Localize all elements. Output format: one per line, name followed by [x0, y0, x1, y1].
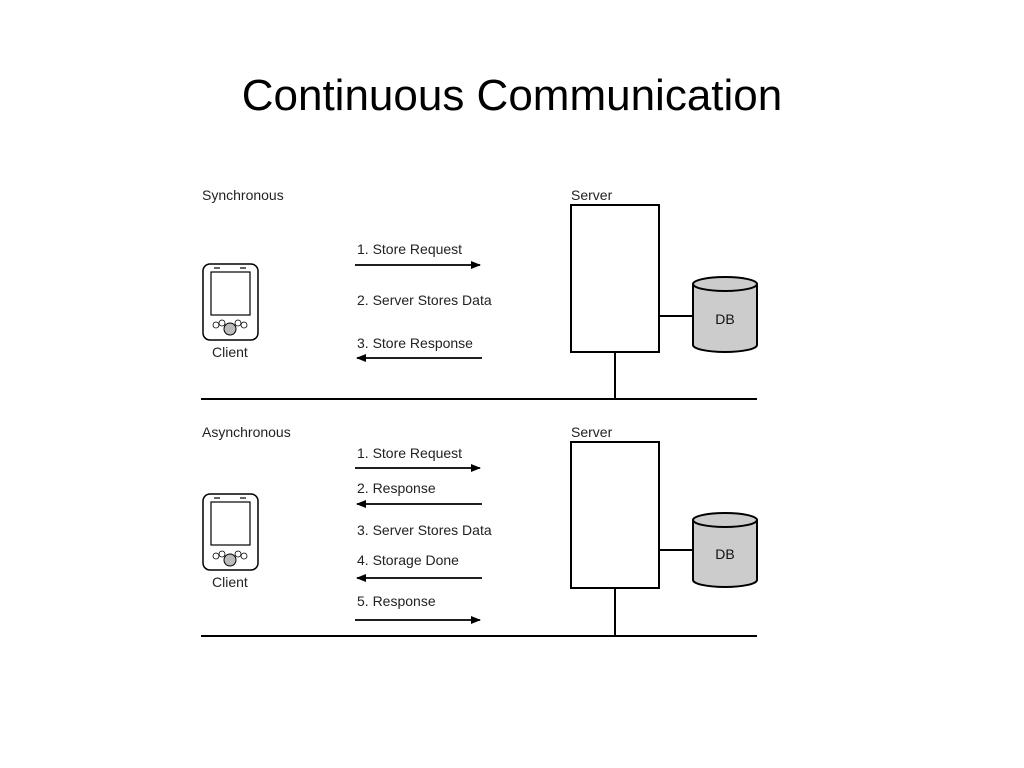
- step-label: 2. Server Stores Data: [357, 292, 492, 308]
- server-label: Server: [571, 424, 613, 440]
- client-device-icon: [202, 493, 259, 571]
- server-label: Server: [571, 187, 613, 203]
- db-label: DB: [715, 311, 734, 327]
- step-label: 3. Server Stores Data: [357, 522, 492, 538]
- client-device-icon: [202, 263, 259, 341]
- step-label: 3. Store Response: [357, 335, 473, 351]
- section-label: Asynchronous: [202, 424, 291, 440]
- step-label: 1. Store Request: [357, 241, 462, 257]
- client-label: Client: [212, 574, 248, 590]
- db-label: DB: [715, 546, 734, 562]
- server-box: [570, 204, 660, 353]
- step-label: 2. Response: [357, 480, 436, 496]
- database-icon: [692, 512, 758, 588]
- section-asynchronous: Asynchronous Client 1. Store Request 2. …: [201, 424, 758, 637]
- step-label: 5. Response: [357, 593, 436, 609]
- server-box: [570, 441, 660, 589]
- step-label: 1. Store Request: [357, 445, 462, 461]
- database-icon: [692, 276, 758, 353]
- client-label: Client: [212, 344, 248, 360]
- section-label: Synchronous: [202, 187, 284, 203]
- slide-title: Continuous Communication: [241, 71, 783, 120]
- section-synchronous: Synchronous Client 1. Store Request 2. S…: [201, 187, 758, 400]
- step-label: 4. Storage Done: [357, 552, 459, 568]
